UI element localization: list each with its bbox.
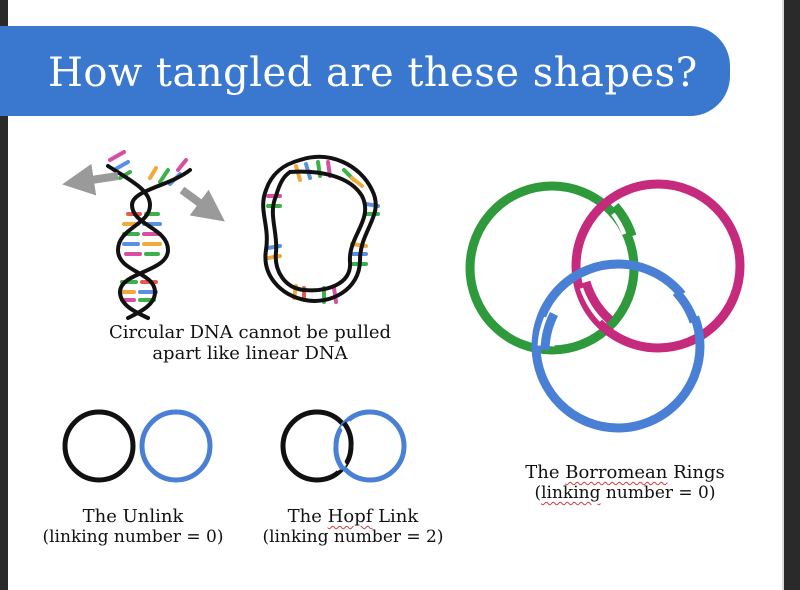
hopf-title-word: Hopf: [327, 506, 373, 527]
linear-dna-illustration: [62, 150, 225, 320]
unlink-title: The Unlink: [82, 506, 184, 527]
pull-arrow-right: [179, 186, 225, 222]
borromean-linking-prefix: (: [534, 483, 542, 503]
borromean-magenta-ring: [571, 179, 745, 353]
unlink-linking-number: (linking number = 0): [42, 527, 224, 547]
borromean-title-prefix: The: [525, 462, 566, 483]
unlink-blue-ring: [139, 409, 213, 483]
borromean-caption: The Borromean Rings (linking number = 0): [500, 462, 750, 504]
circular-dna-illustration: [261, 154, 380, 304]
hopf-title-prefix: The: [287, 506, 328, 527]
dna-caption-line2: apart like linear DNA: [152, 343, 348, 364]
borromean-title-word: Borromean: [565, 462, 668, 483]
borromean-rings-diagram: [465, 179, 745, 433]
hopf-linking-number: (linking number = 2): [262, 527, 444, 547]
borromean-title-suffix: Rings: [667, 462, 725, 483]
unlink-black-ring: [62, 409, 136, 483]
borromean-linking-word: linking: [541, 483, 601, 503]
unlink-diagram: [62, 409, 213, 483]
unlink-caption: The Unlink (linking number = 0): [28, 506, 238, 548]
slide-title: How tangled are these shapes?: [48, 50, 698, 96]
pull-arrow-left: [62, 163, 119, 196]
hopf-title-suffix: Link: [372, 506, 419, 527]
borromean-linking-suffix: number = 0): [600, 483, 716, 503]
hopf-caption: The Hopf Link (linking number = 2): [248, 506, 458, 548]
hopf-link-diagram: [280, 409, 407, 483]
borromean-linking-number: (linking number = 0): [500, 483, 750, 504]
title-banner: [0, 26, 730, 116]
borromean-blue-ring: [531, 259, 705, 433]
dna-caption: Circular DNA cannot be pulled apart like…: [80, 322, 420, 364]
dna-caption-line1: Circular DNA cannot be pulled: [108, 322, 391, 343]
